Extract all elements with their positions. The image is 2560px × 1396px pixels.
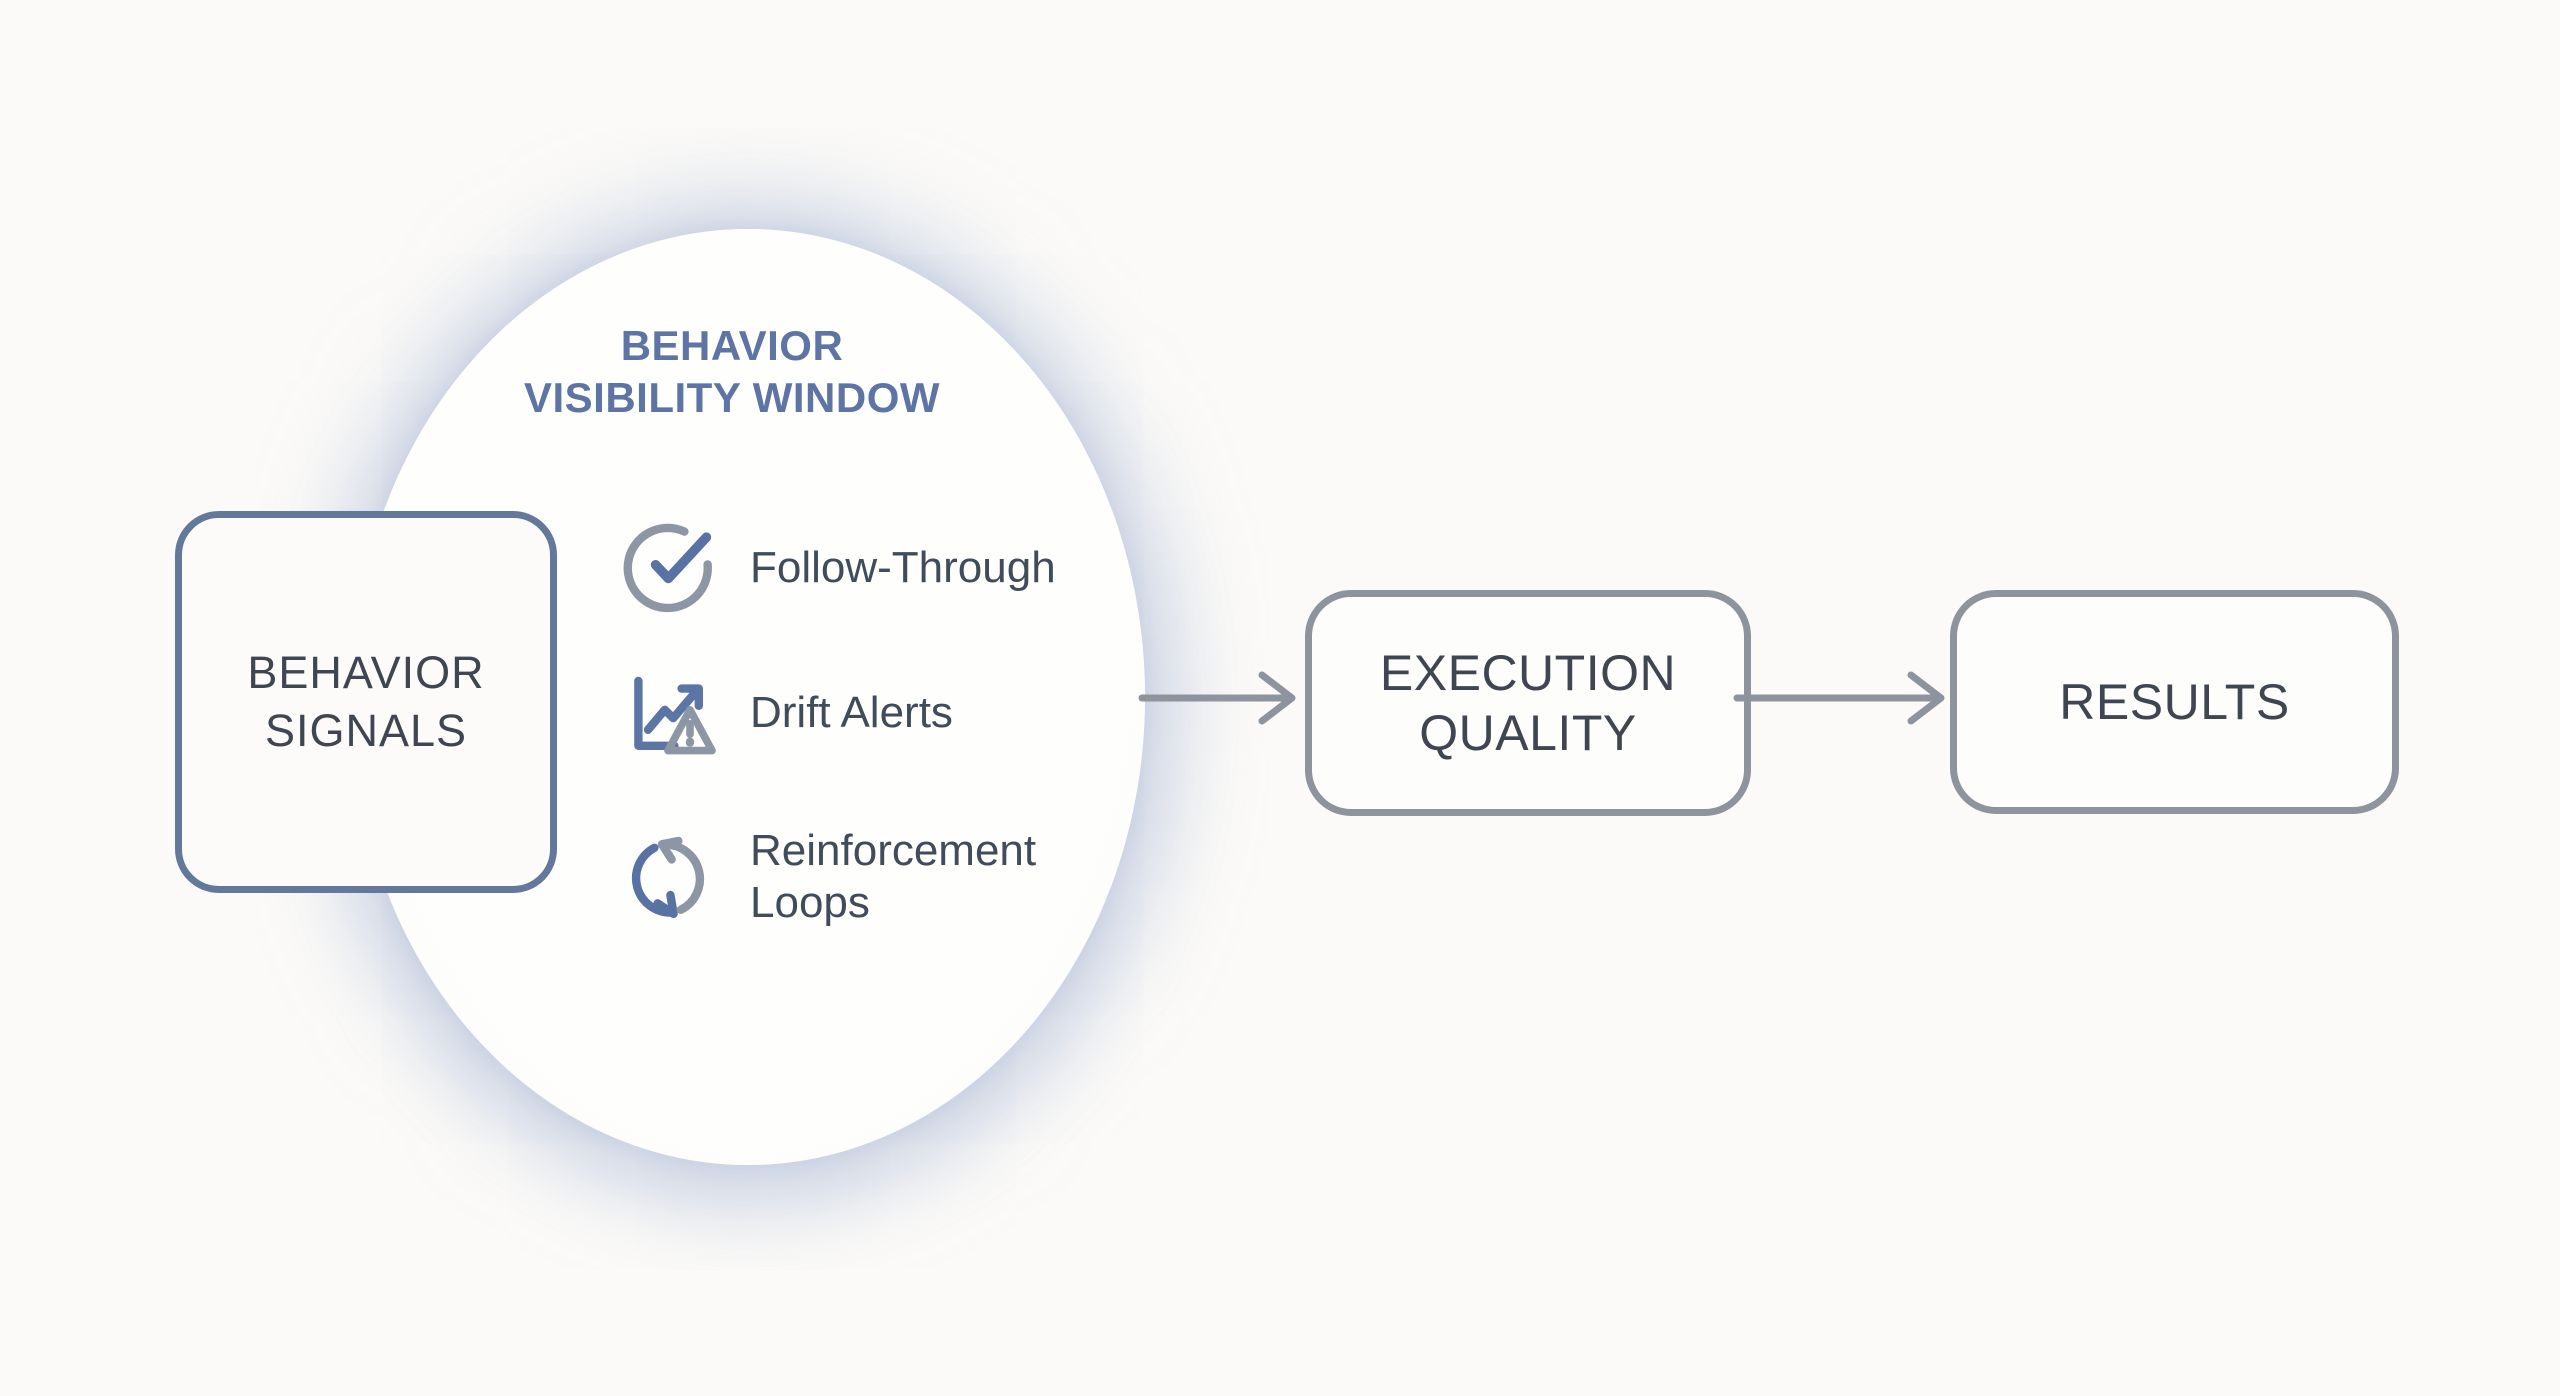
check-circle-icon bbox=[620, 520, 716, 616]
list-item-label: Reinforcement Loops bbox=[750, 826, 1037, 927]
node-label-line1: RESULTS bbox=[2059, 674, 2290, 730]
node-results: RESULTS bbox=[1950, 590, 2399, 814]
list-item-follow-through: Follow-Through bbox=[620, 518, 1090, 618]
loop-icon bbox=[620, 829, 716, 925]
list-item-drift-alerts: Drift Alerts bbox=[620, 660, 1090, 766]
bubble-title: BEHAVIOR VISIBILITY WINDOW bbox=[402, 320, 1062, 424]
node-label-line1: BEHAVIOR bbox=[247, 647, 485, 698]
bubble-title-line1: BEHAVIOR bbox=[620, 322, 844, 369]
trend-alert-icon bbox=[620, 665, 716, 761]
list-item-label: Drift Alerts bbox=[750, 688, 953, 737]
flow-arrow-1 bbox=[1138, 660, 1305, 740]
bubble-title-line2: VISIBILITY WINDOW bbox=[523, 374, 941, 421]
list-item-reinforcement-loops: Reinforcement Loops bbox=[620, 822, 1090, 932]
node-label-line1: EXECUTION bbox=[1379, 645, 1677, 701]
flow-arrow-2 bbox=[1733, 660, 1950, 740]
node-label-line2: SIGNALS bbox=[264, 705, 468, 756]
list-item-label: Follow-Through bbox=[750, 543, 1056, 592]
node-label-line2: QUALITY bbox=[1419, 705, 1637, 761]
node-execution-quality: EXECUTION QUALITY bbox=[1305, 590, 1751, 816]
node-behavior-signals: BEHAVIOR SIGNALS bbox=[175, 511, 557, 893]
